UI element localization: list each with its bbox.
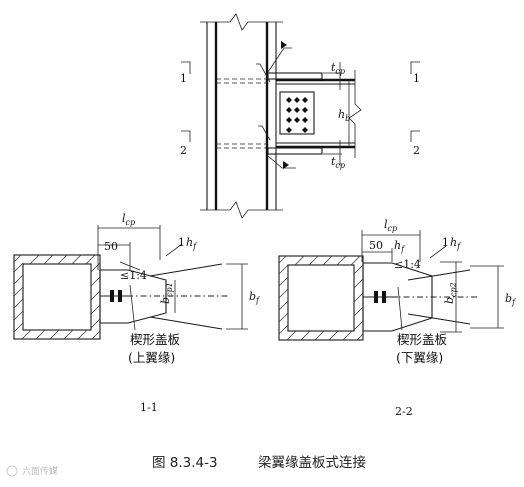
label-bcp1: bcp1	[159, 282, 174, 304]
label-bf-2: bf	[505, 292, 517, 307]
label-section-2-2: 2-2	[395, 405, 413, 418]
section-cut-2-right	[410, 130, 420, 142]
beam-break	[348, 70, 362, 158]
label-bcp2: bcp2	[443, 282, 458, 304]
watermark: 六面传媒	[6, 465, 58, 477]
figure-caption: 图 8.3.4-3 梁翼缘盖板式连接	[152, 454, 366, 471]
shear-tab	[279, 91, 315, 135]
section-1-1-labels: lcp 50 1 hf ≤1:4 bf bcp1 楔形盖板 (上翼缘) 1-1	[104, 212, 261, 414]
label-50-2: 50	[369, 239, 383, 252]
section-cut-2-left	[181, 130, 191, 142]
box-column-outer-1	[13, 254, 101, 340]
box-column-hatch-2	[278, 255, 364, 341]
label-wedge-plate-2: 楔形盖板	[397, 332, 448, 347]
watermark-icon	[6, 465, 18, 477]
column-break-top	[200, 13, 283, 31]
label-one-1: 1	[178, 236, 185, 249]
label-slope-2: ≤1:4	[394, 258, 421, 271]
label-hb: hb	[338, 108, 350, 123]
section-2-2-labels: lcp 50 hf 1 hf ≤1:4 bf bcp2 楔形盖板 (下翼缘) 2…	[369, 218, 517, 418]
label-section-1-left: 1	[180, 72, 187, 85]
box-column-inner-1	[22, 263, 92, 331]
bottom-cover-plate	[267, 147, 323, 155]
label-section-2-left: 2	[180, 144, 187, 157]
label-hf-2a: hf	[394, 239, 406, 254]
box-column-inner-2	[287, 264, 355, 332]
label-section-1-right: 1	[413, 72, 420, 85]
label-section-1-1: 1-1	[140, 401, 158, 414]
label-one-2: 1	[442, 236, 449, 249]
label-slope-1: ≤1:4	[120, 269, 147, 282]
caption-number: 图 8.3.4-3	[152, 455, 218, 471]
web-bolts	[286, 97, 308, 133]
section-cut-1-left	[181, 61, 191, 74]
section-1-1-view	[13, 225, 248, 340]
elevation-labels: 1 1 2 2 tcp hb tcp	[180, 61, 420, 170]
caption-title: 梁翼缘盖板式连接	[258, 454, 366, 471]
watermark-text: 六面传媒	[22, 465, 58, 477]
weld-leader-top	[267, 47, 292, 73]
label-tcp-bottom: tcp	[331, 155, 345, 170]
label-lcp-1: lcp	[122, 212, 135, 227]
wedge-plate-upper	[99, 269, 167, 324]
label-lower-flange: (下翼缘)	[396, 350, 443, 365]
label-50-1: 50	[104, 240, 118, 253]
top-cover-plate	[267, 72, 323, 80]
label-hf-1: hf	[186, 236, 198, 251]
box-column-outer-2	[278, 255, 364, 341]
label-section-2-right: 2	[413, 144, 420, 157]
label-wedge-plate-1: 楔形盖板	[130, 332, 181, 347]
weld-leader-bottom	[267, 155, 296, 169]
elevation-view	[181, 13, 420, 219]
label-tcp-top: tcp	[331, 61, 345, 76]
box-column-hatch-1	[13, 254, 101, 340]
column-break-bottom	[200, 201, 283, 219]
label-bf-1: bf	[249, 290, 261, 305]
label-lcp-2: lcp	[384, 218, 397, 233]
label-upper-flange: (上翼缘)	[128, 350, 175, 365]
section-2-2-view	[278, 230, 504, 341]
label-hf-2: hf	[450, 236, 462, 251]
section-cut-1-right	[410, 61, 420, 74]
